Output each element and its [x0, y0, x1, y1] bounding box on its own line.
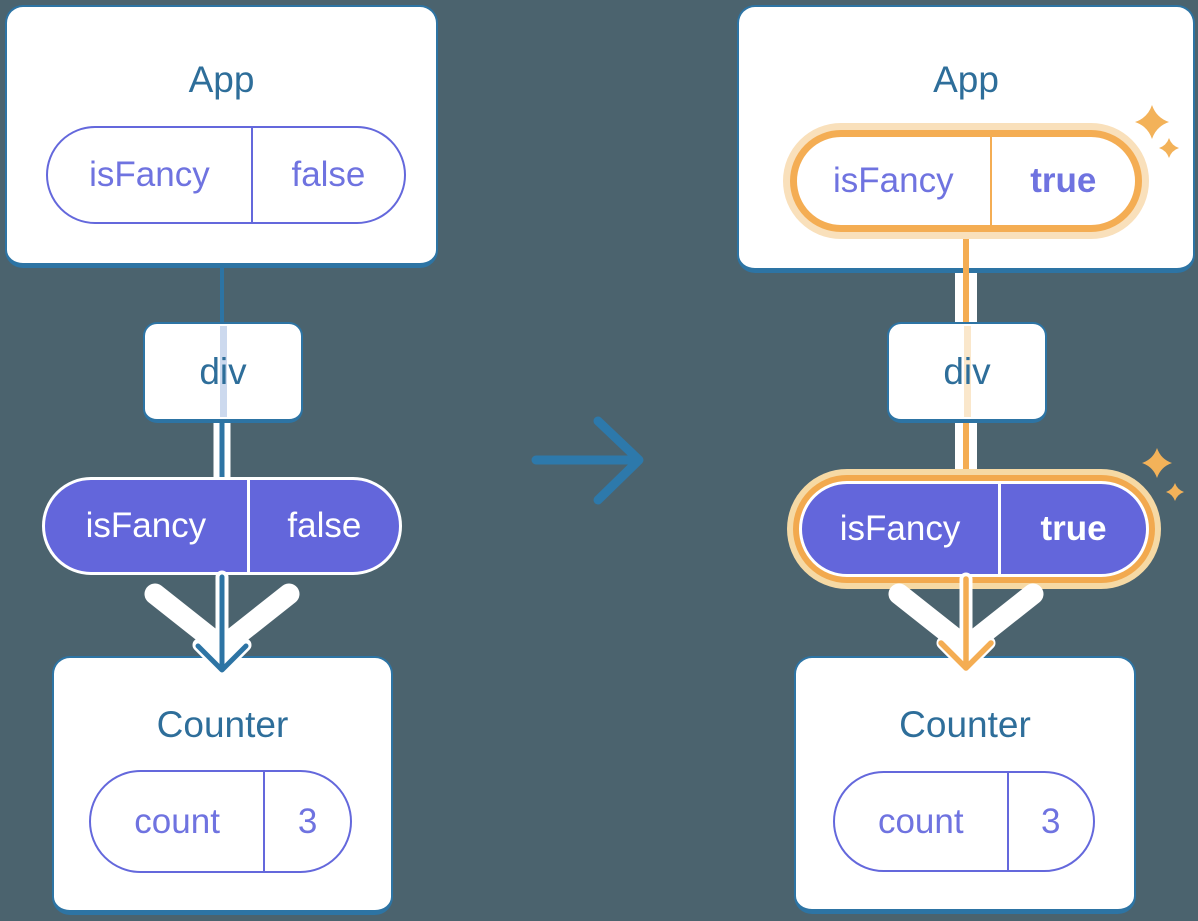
- after-div-line-stripe: [963, 326, 971, 417]
- before-div-line-stripe: [219, 326, 227, 417]
- state-pill-key: count: [877, 801, 964, 841]
- after-div-box: div: [887, 322, 1047, 423]
- prop-pill-value: false: [250, 128, 404, 222]
- before-chevron: [144, 583, 300, 658]
- state-pill-value: 3: [1006, 773, 1093, 870]
- before-div-box: div: [143, 322, 303, 423]
- before-counter-card: Counter count 3: [52, 656, 393, 915]
- after-counter-title: Counter: [899, 704, 1031, 745]
- before-counter-state-pill: count 3: [89, 770, 352, 873]
- before-app-title: App: [188, 59, 255, 100]
- before-app-prop-pill: isFancy false: [46, 126, 406, 224]
- prop-pill-key: isFancy: [89, 155, 210, 194]
- after-counter-card: Counter count 3: [794, 656, 1136, 914]
- right-arrow-icon: [531, 416, 644, 505]
- before-counter-title: Counter: [156, 704, 289, 745]
- after-app-card: App isFancy true: [737, 5, 1195, 274]
- after-arrow-casing: [936, 572, 996, 673]
- sparkle-icon: [1142, 448, 1172, 478]
- after-counter-state-pill: count 3: [833, 771, 1095, 872]
- before-context-pill: isFancy false: [42, 477, 402, 575]
- after-pill-to-edge-line: [963, 228, 969, 274]
- after-app-prop-pill: isFancy true: [790, 130, 1142, 232]
- after-context-pill: isFancy true: [799, 481, 1149, 577]
- prop-pill-key: isFancy: [833, 161, 954, 200]
- after-chevron: [888, 583, 1044, 658]
- prop-pill-value: true: [989, 137, 1135, 225]
- before-div-label: div: [199, 350, 247, 392]
- after-div-label: div: [943, 350, 991, 392]
- sparkle-icon: [1166, 483, 1184, 501]
- context-pill-value: false: [246, 480, 399, 572]
- context-pill-value: true: [998, 484, 1146, 574]
- state-pill-key: count: [134, 801, 220, 841]
- before-app-card: App isFancy false: [5, 5, 438, 268]
- context-pill-key: isFancy: [85, 506, 207, 545]
- before-arrow-casing: [192, 570, 252, 675]
- context-pill-key: isFancy: [839, 509, 961, 548]
- after-app-title: App: [933, 59, 999, 100]
- after-arrow-down-icon: [938, 576, 994, 671]
- state-pill-value: 3: [263, 772, 350, 871]
